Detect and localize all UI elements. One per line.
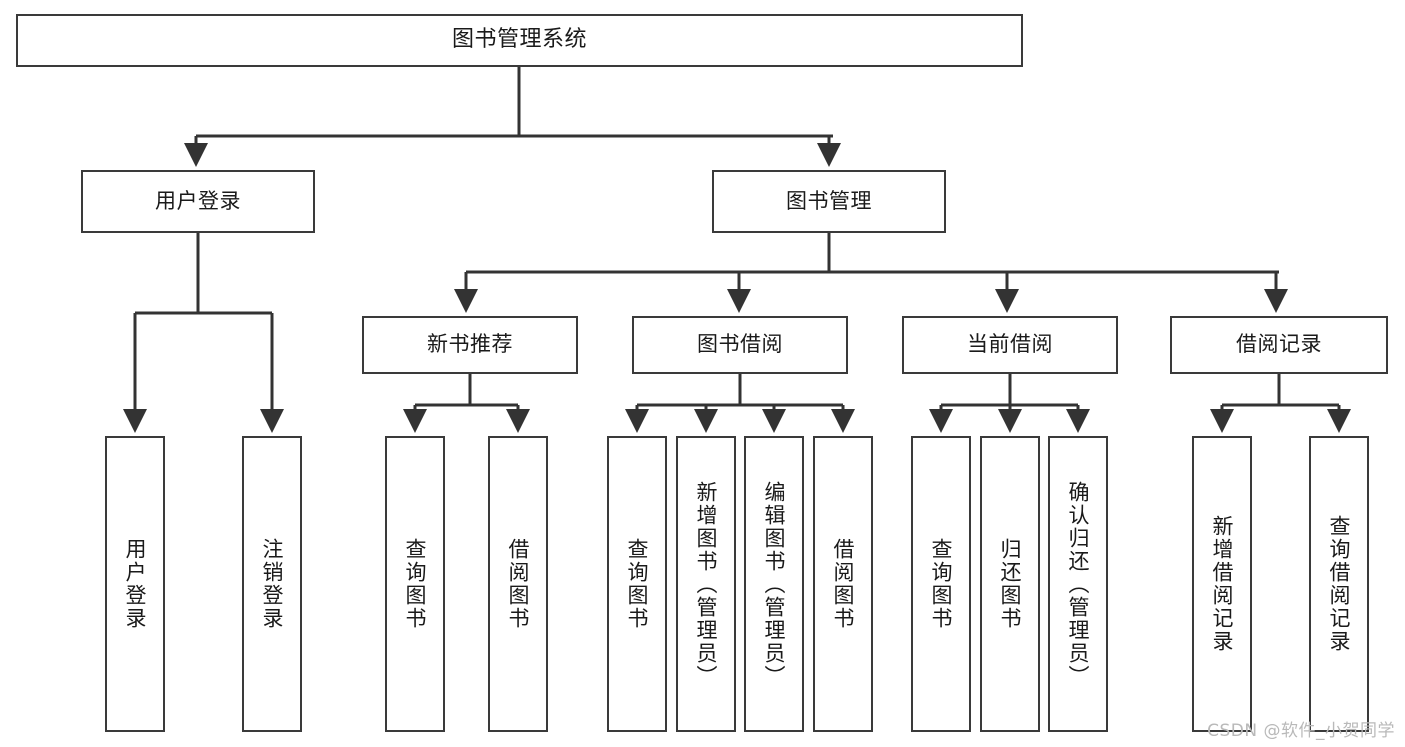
node-label: 借阅记录 (1236, 332, 1322, 357)
node-label: 查询图书 (625, 538, 650, 630)
node-leaf-user-login[interactable]: 用户登录 (105, 436, 165, 732)
node-label: 编辑图书（管理员） (762, 480, 787, 688)
node-label: 注销登录 (260, 538, 285, 630)
node-book-management[interactable]: 图书管理 (712, 170, 946, 233)
node-leaf-logout-login[interactable]: 注销登录 (242, 436, 302, 732)
node-label: 图书管理系统 (451, 27, 587, 53)
node-current-borrow[interactable]: 当前借阅 (902, 316, 1118, 374)
node-label: 查询图书 (403, 538, 428, 630)
node-root-book-management-system[interactable]: 图书管理系统 (16, 14, 1023, 67)
watermark-text: CSDN @软件_小贺同学 (1207, 721, 1395, 741)
node-label: 查询图书 (929, 538, 954, 630)
node-label: 图书管理 (786, 188, 872, 213)
node-leaf-query-book-2[interactable]: 查询图书 (607, 436, 667, 732)
node-label: 当前借阅 (967, 332, 1053, 357)
node-leaf-add-record[interactable]: 新增借阅记录 (1192, 436, 1252, 732)
node-user-login[interactable]: 用户登录 (81, 170, 315, 233)
node-leaf-confirm-return[interactable]: 确认归还（管理员） (1048, 436, 1108, 732)
node-label: 借阅图书 (506, 538, 531, 630)
node-leaf-query-record[interactable]: 查询借阅记录 (1309, 436, 1369, 732)
node-leaf-borrow-book-2[interactable]: 借阅图书 (813, 436, 873, 732)
node-leaf-return-book[interactable]: 归还图书 (980, 436, 1040, 732)
node-label: 归还图书 (998, 538, 1023, 630)
node-borrow-record[interactable]: 借阅记录 (1170, 316, 1388, 374)
node-label: 图书借阅 (697, 332, 783, 357)
node-new-book-recommend[interactable]: 新书推荐 (362, 316, 578, 374)
node-label: 新书推荐 (427, 332, 513, 357)
node-leaf-edit-book[interactable]: 编辑图书（管理员） (744, 436, 804, 732)
node-leaf-borrow-book-1[interactable]: 借阅图书 (488, 436, 548, 732)
node-leaf-query-book-1[interactable]: 查询图书 (385, 436, 445, 732)
node-label: 查询借阅记录 (1327, 515, 1352, 653)
node-book-borrow[interactable]: 图书借阅 (632, 316, 848, 374)
node-label: 新增借阅记录 (1210, 515, 1235, 653)
node-leaf-add-book[interactable]: 新增图书（管理员） (676, 436, 736, 732)
node-label: 新增图书（管理员） (694, 480, 719, 688)
node-label: 借阅图书 (831, 538, 856, 630)
node-leaf-query-book-3[interactable]: 查询图书 (911, 436, 971, 732)
node-label: 确认归还（管理员） (1066, 480, 1091, 688)
node-label: 用户登录 (155, 188, 241, 213)
node-label: 用户登录 (123, 538, 148, 630)
